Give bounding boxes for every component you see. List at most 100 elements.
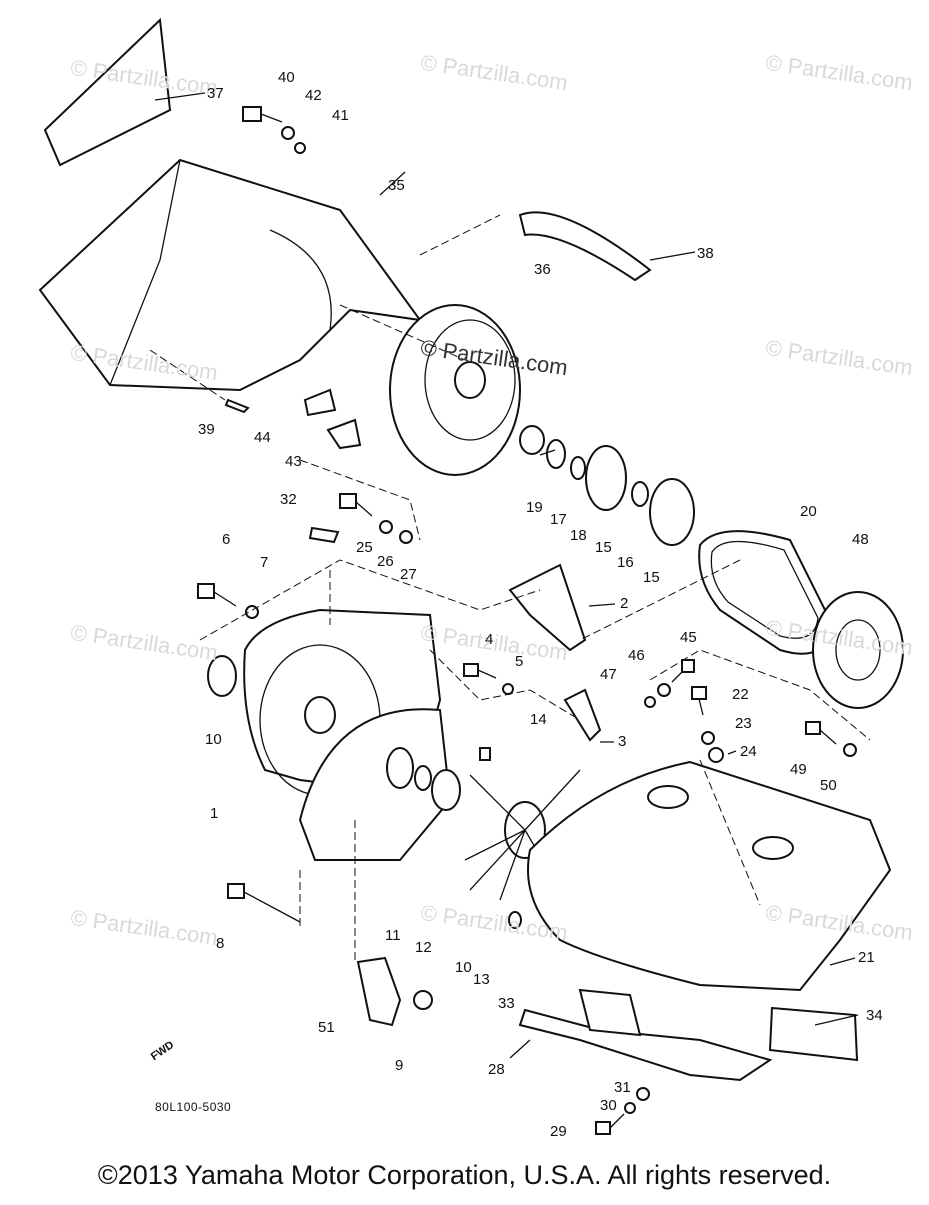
callout-36: 36: [534, 261, 551, 278]
bolt-49: [805, 721, 837, 745]
callout-29: 29: [550, 1123, 567, 1140]
callout-31: 31: [614, 1079, 631, 1096]
part-panel-37: [43, 17, 172, 167]
callout-8: 8: [216, 935, 225, 952]
callout-32: 32: [280, 491, 297, 508]
washer-41: [294, 142, 306, 154]
callout-50: 50: [820, 777, 837, 794]
callout-19: 19: [526, 499, 543, 516]
callout-16: 16: [617, 554, 634, 571]
callout-35: 35: [388, 177, 405, 194]
washer-5: [502, 683, 514, 695]
callout-25: 25: [356, 539, 373, 556]
callout-49: 49: [790, 761, 807, 778]
part-tag-32: [308, 526, 340, 544]
callout-21: 21: [858, 949, 875, 966]
bolt-25: [339, 493, 373, 517]
part-washer-18: [570, 456, 586, 480]
callout-33: 33: [498, 995, 515, 1012]
part-bracket-28: [518, 1008, 773, 1082]
callout-34: 34: [866, 1007, 883, 1024]
part-bearing-10b: [431, 769, 461, 811]
washer-50: [843, 743, 857, 757]
part-pad-34: [768, 1006, 859, 1062]
callout-6: 6: [222, 531, 231, 548]
callout-20: 20: [800, 503, 817, 520]
part-backplate: [298, 708, 452, 861]
callout-51: 51: [318, 1019, 335, 1036]
callout-17: 17: [550, 511, 567, 528]
part-clip-3: [563, 688, 602, 742]
part-bushing-19: [519, 425, 545, 455]
part-nut-9: [413, 990, 433, 1010]
nut-31: [636, 1087, 650, 1101]
part-pulley-15b: [649, 478, 695, 546]
callout-47: 47: [600, 666, 617, 683]
part-washer-16: [631, 481, 649, 507]
part-clip-44: [303, 388, 337, 417]
diagram-code: 80L100-5030: [155, 1100, 232, 1114]
bolt-6: [197, 583, 237, 607]
callout-5: 5: [515, 653, 524, 670]
part-cover-21: [527, 760, 892, 992]
callout-39: 39: [198, 421, 215, 438]
part-washer-12: [414, 765, 432, 791]
washer-42: [281, 126, 295, 140]
bolt-29: [595, 1113, 625, 1135]
copyright-notice: ©2013 Yamaha Motor Corporation, U.S.A. A…: [97, 1160, 832, 1190]
washer-30: [624, 1102, 636, 1114]
part-duct-2: [508, 563, 587, 652]
part-clip-43: [326, 418, 362, 450]
bolt-22: [691, 686, 707, 716]
bolt-40: [242, 106, 283, 123]
callout-3: 3: [618, 733, 627, 750]
part-pulley-48: [812, 591, 904, 709]
part-washer-33: [508, 911, 522, 929]
callout-10a: 10: [205, 731, 222, 748]
nut-46: [657, 683, 671, 697]
callout-30: 30: [600, 1097, 617, 1114]
callout-10b: 10: [455, 959, 472, 976]
callout-14: 14: [530, 711, 547, 728]
callout-42: 42: [305, 87, 322, 104]
part-shroud-35: [38, 158, 423, 392]
callout-28: 28: [488, 1061, 505, 1078]
nut-23: [701, 731, 715, 745]
part-plate-51: [356, 956, 402, 1027]
callout-15b: 15: [643, 569, 660, 586]
callout-45: 45: [680, 629, 697, 646]
callout-26: 26: [377, 553, 394, 570]
callout-11: 11: [385, 927, 401, 944]
part-ring-11: [386, 747, 414, 789]
callout-27: 27: [400, 566, 417, 583]
callout-22: 22: [732, 686, 749, 703]
part-piece-14: [479, 747, 491, 761]
part-housing-36: [389, 304, 521, 476]
callout-4: 4: [485, 631, 494, 648]
washer-26: [379, 520, 393, 534]
callout-37: 37: [207, 85, 224, 102]
callout-2: 2: [620, 595, 629, 612]
part-cover-38: [518, 211, 652, 282]
part-strip-39: [224, 398, 250, 414]
callout-46: 46: [628, 647, 645, 664]
bolt-45: [671, 659, 695, 683]
callout-24: 24: [740, 743, 757, 760]
callout-44: 44: [254, 429, 271, 446]
callout-13: 13: [473, 971, 490, 988]
washer-27: [399, 530, 413, 544]
callout-15a: 15: [595, 539, 612, 556]
part-washer-17: [546, 439, 566, 469]
part-bearing-10a: [207, 655, 237, 697]
part-pulley-15a: [585, 445, 627, 511]
bolt-8: [227, 883, 301, 923]
bolt-4: [463, 663, 497, 679]
washer-24: [708, 747, 724, 763]
washer-47: [644, 696, 656, 708]
callout-23: 23: [735, 715, 752, 732]
callout-48: 48: [852, 531, 869, 548]
callout-9: 9: [395, 1057, 404, 1074]
callout-1: 1: [210, 805, 219, 822]
